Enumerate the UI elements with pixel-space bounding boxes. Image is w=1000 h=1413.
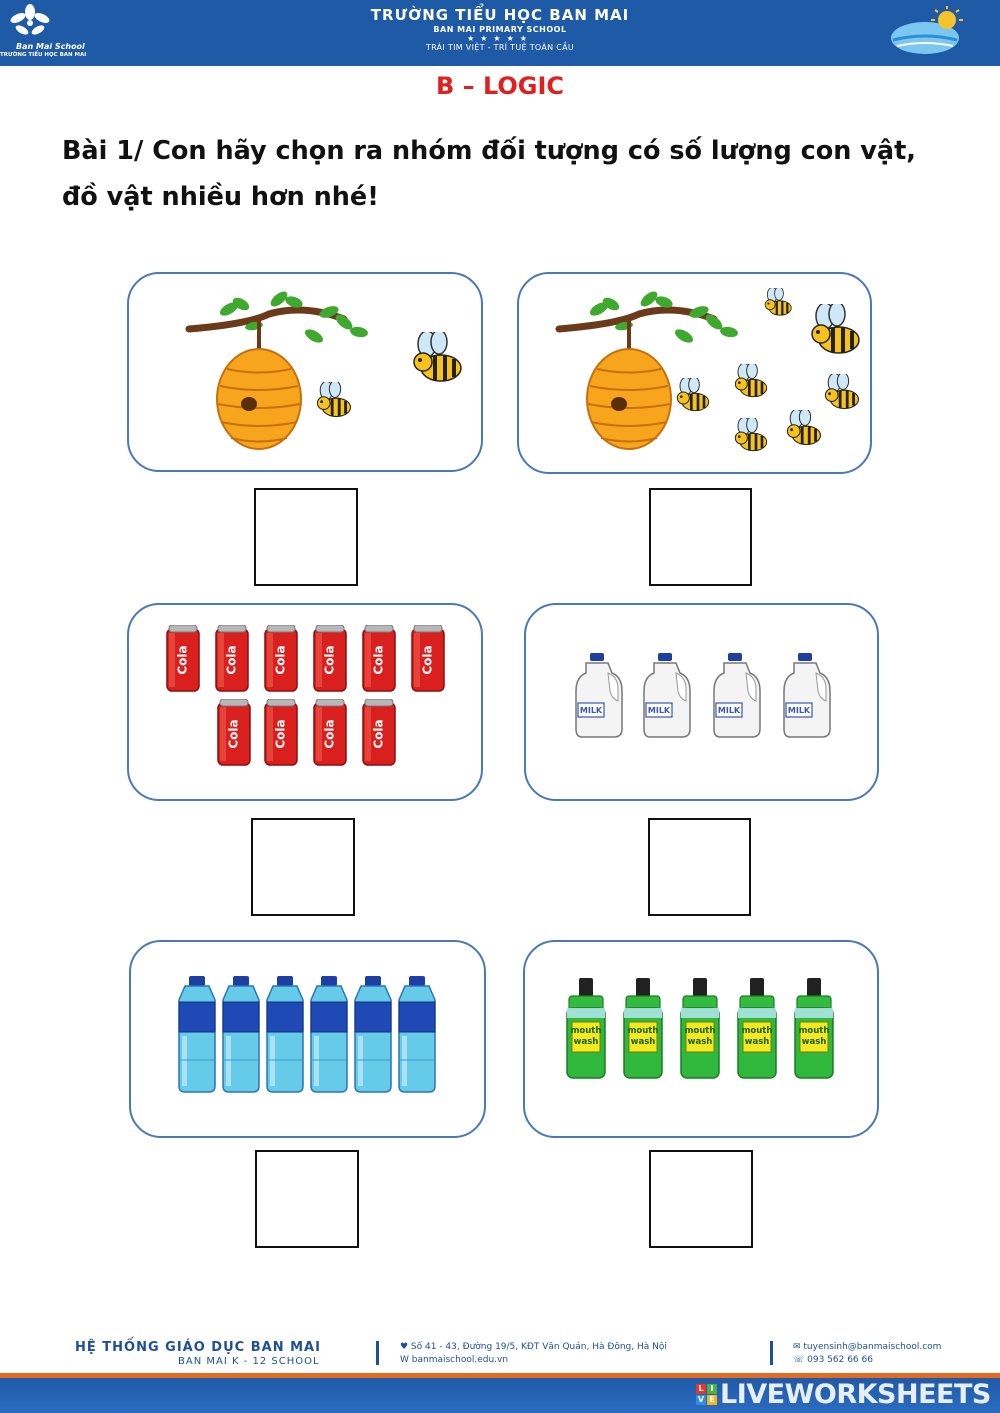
footer-bar <box>0 1378 1000 1413</box>
svg-text:mouth: mouth <box>742 1026 773 1036</box>
cola-can-icon: Cola <box>263 698 299 771</box>
footer-address: ♥ Số 41 - 43, Đường 19/5, KĐT Văn Quán, … <box>400 1342 667 1352</box>
water-bottle-icon <box>177 976 217 1098</box>
school-subtitle: BAN MAI PRIMARY SCHOOL <box>433 25 567 34</box>
group-panel-bees-many <box>517 272 872 474</box>
answer-box-bees-few[interactable] <box>254 488 358 586</box>
water-bottle-icon <box>221 976 261 1098</box>
bee-icon <box>823 372 863 416</box>
water-bottle-icon <box>309 976 349 1098</box>
milk-jug-icon: MILK <box>642 651 692 743</box>
group-panel-bees-few <box>127 272 483 472</box>
svg-text:MILK: MILK <box>648 706 671 715</box>
section-title: B – LOGIC <box>435 72 565 100</box>
cola-can-icon: Cola <box>165 624 201 697</box>
cola-can-icon: Cola <box>361 698 397 771</box>
svg-text:MILK: MILK <box>788 706 811 715</box>
bee-icon <box>411 329 467 390</box>
school-motto: TRÁI TIM VIỆT - TRÍ TUỆ TOÀN CẦU <box>425 43 575 52</box>
beehive-branch-icon <box>555 291 738 450</box>
svg-text:Cola: Cola <box>323 645 337 674</box>
footer-website: W banmaischool.edu.vn <box>400 1355 509 1365</box>
footer-email: ✉ tuyensinh@banmaischool.com <box>793 1342 942 1352</box>
footer-divider <box>770 1341 773 1365</box>
milk-jug-icon: MILK <box>782 651 832 743</box>
svg-text:wash: wash <box>745 1037 770 1047</box>
svg-text:Cola: Cola <box>372 719 386 748</box>
svg-text:mouth: mouth <box>628 1026 659 1036</box>
svg-text:mouth: mouth <box>571 1026 602 1036</box>
water-bottle-icon <box>397 976 437 1098</box>
answer-box-bees-many[interactable] <box>649 488 752 586</box>
cola-can-icon: Cola <box>410 624 446 697</box>
liveworksheets-watermark[interactable]: L I V E LIVEWORKSHEETS <box>696 1378 991 1410</box>
svg-text:Cola: Cola <box>323 719 337 748</box>
milk-jug-icon: MILK <box>574 651 624 743</box>
bee-icon <box>785 408 825 452</box>
beehive-branch-icon <box>185 291 368 450</box>
footer-divider <box>376 1341 379 1365</box>
cola-can-icon: Cola <box>312 698 348 771</box>
group-panel-water <box>129 940 486 1138</box>
liveworksheets-logo-icon: L I V E <box>696 1383 717 1405</box>
water-bottle-icon <box>265 976 305 1098</box>
star-rating: ★★★★★ <box>467 34 533 43</box>
watermark-text: LIVEWORKSHEETS <box>720 1378 991 1410</box>
logo-subtext: TRƯỜNG TIỂU HỌC BAN MAI <box>0 52 87 58</box>
cola-can-icon: Cola <box>214 624 250 697</box>
svg-text:wash: wash <box>574 1037 599 1047</box>
bee-icon <box>733 416 771 458</box>
bee-icon <box>733 362 771 404</box>
cola-can-icon: Cola <box>263 624 299 697</box>
footer-brand: HỆ THỐNG GIÁO DỤC BAN MAI <box>75 1340 321 1355</box>
svg-text:Cola: Cola <box>372 645 386 674</box>
school-title: TRƯỜNG TIỂU HỌC BAN MAI <box>370 6 630 24</box>
bee-icon <box>763 286 795 322</box>
cola-can-icon: Cola <box>312 624 348 697</box>
svg-text:wash: wash <box>802 1037 827 1047</box>
cola-can-icon: Cola <box>361 624 397 697</box>
cola-can-icon: Cola <box>216 698 252 771</box>
svg-text:Cola: Cola <box>274 645 288 674</box>
school-header: Ban Mai School TRƯỜNG TIỂU HỌC BAN MAI T… <box>0 0 1000 66</box>
bee-icon <box>315 380 355 424</box>
header-center: TRƯỜNG TIỂU HỌC BAN MAI BAN MAI PRIMARY … <box>300 6 700 52</box>
bee-icon <box>675 376 713 418</box>
logo-text: Ban Mai School <box>16 42 85 51</box>
answer-box-water[interactable] <box>255 1150 359 1248</box>
svg-text:MILK: MILK <box>718 706 741 715</box>
school-logo: Ban Mai School TRƯỜNG TIỂU HỌC BAN MAI <box>0 2 120 64</box>
group-panel-milk: MILK MILK MILK MILK <box>524 603 879 801</box>
flower-logo-icon <box>10 4 50 35</box>
svg-text:Cola: Cola <box>421 645 435 674</box>
answer-box-mouthwash[interactable] <box>649 1150 753 1248</box>
answer-box-cola[interactable] <box>251 818 355 916</box>
sun-globe-logo-icon <box>891 6 963 54</box>
bee-icon <box>809 301 865 362</box>
svg-text:Cola: Cola <box>274 719 288 748</box>
question-text: Bài 1/ Con hãy chọn ra nhóm đối tượng có… <box>62 136 916 212</box>
svg-text:mouth: mouth <box>799 1026 830 1036</box>
svg-text:mouth: mouth <box>685 1026 716 1036</box>
svg-text:Cola: Cola <box>225 645 239 674</box>
answer-box-milk[interactable] <box>648 818 751 916</box>
svg-text:Cola: Cola <box>227 719 241 748</box>
svg-text:MILK: MILK <box>580 706 603 715</box>
svg-text:wash: wash <box>688 1037 713 1047</box>
svg-text:Cola: Cola <box>176 645 190 674</box>
milk-jug-icon: MILK <box>712 651 762 743</box>
water-bottle-icon <box>353 976 393 1098</box>
footer-phone: ☏ 093 562 66 66 <box>793 1355 873 1365</box>
svg-text:wash: wash <box>631 1037 656 1047</box>
footer-accent-bar <box>0 1373 1000 1378</box>
footer-brand-sub: BAN MAI K - 12 SCHOOL <box>178 1356 320 1367</box>
